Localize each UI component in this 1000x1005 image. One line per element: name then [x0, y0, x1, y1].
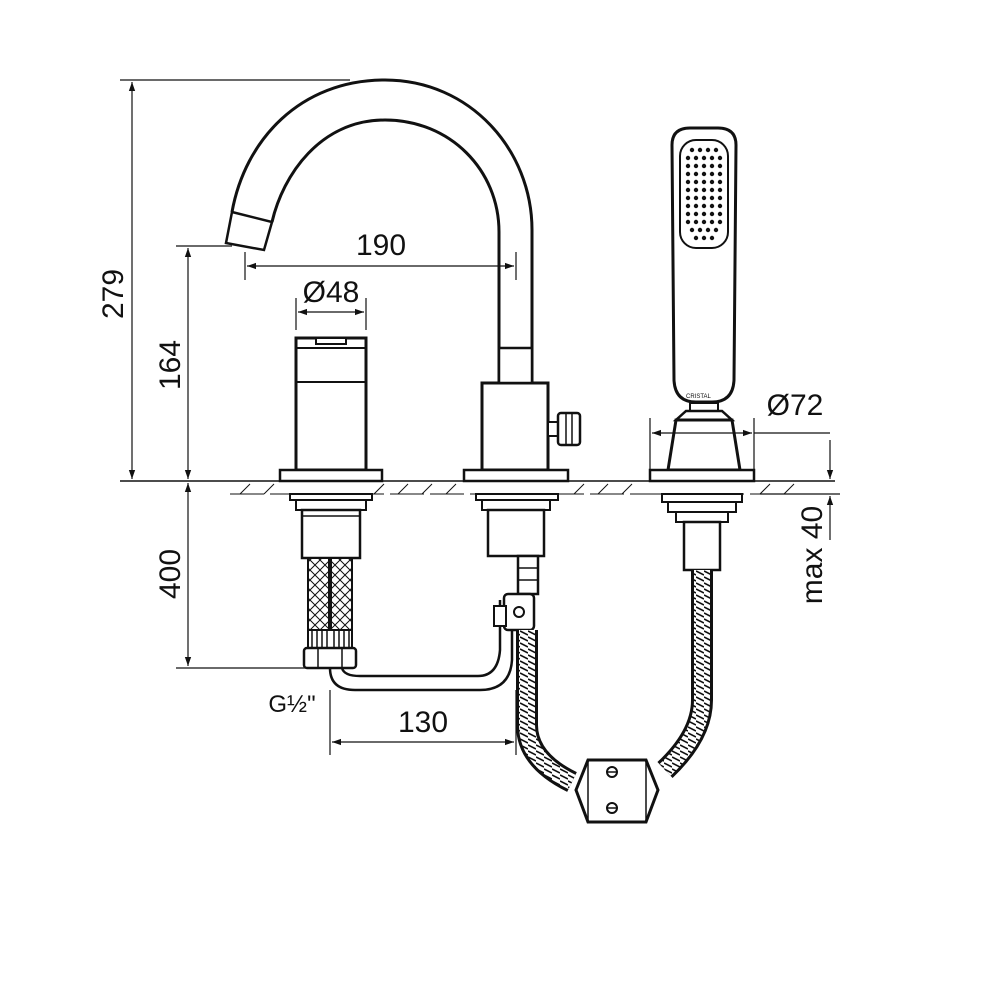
- spout-body: [462, 381, 582, 558]
- dim-spout-height: 164: [154, 340, 187, 390]
- dim-max-deck-thickness: max 40: [796, 506, 829, 604]
- dimension-labels: 279 164 400 190 Ø48 Ø72 max 40 130 G½": [97, 229, 829, 739]
- shower-nozzles-icon: [685, 147, 723, 241]
- dim-thread: G½": [268, 691, 315, 718]
- hose-counterweight: [574, 758, 660, 824]
- mixer-handle: [278, 336, 384, 560]
- braided-hoses: [302, 557, 358, 670]
- dim-spout-reach: 190: [356, 229, 406, 262]
- dim-total-height: 279: [97, 269, 130, 319]
- gooseneck-spout: [224, 78, 534, 385]
- shower-logo: CRISTAL: [686, 394, 712, 400]
- dim-below-deck: 400: [154, 549, 187, 599]
- dimension-lines: [120, 79, 840, 755]
- dim-pipe-spacing: 130: [398, 706, 448, 739]
- shower-hose: [516, 570, 713, 792]
- deck-surface: [120, 480, 835, 495]
- connection-pipe: [328, 600, 514, 692]
- dim-handle-diameter: Ø48: [303, 276, 360, 309]
- hand-shower: CRISTAL: [648, 126, 756, 572]
- dim-shower-base-diameter: Ø72: [767, 389, 824, 422]
- t-valve: [493, 554, 540, 632]
